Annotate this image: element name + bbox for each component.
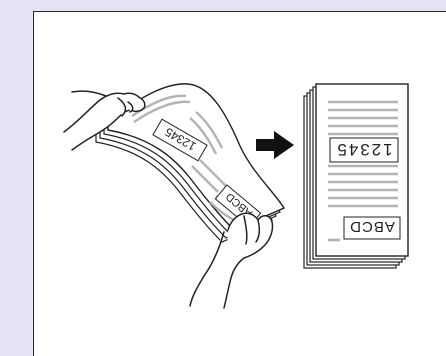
stacked-letters-label: ABCD xyxy=(349,218,395,235)
lower-hand-icon xyxy=(190,213,273,308)
stacked-letters-box: ABCD xyxy=(344,217,400,239)
stacked-paper: 12345 ABCD xyxy=(304,84,408,268)
stacked-number-box: 12345 xyxy=(330,138,398,162)
right-arrow-icon xyxy=(256,131,294,159)
stacked-number-label: 12345 xyxy=(335,140,392,159)
